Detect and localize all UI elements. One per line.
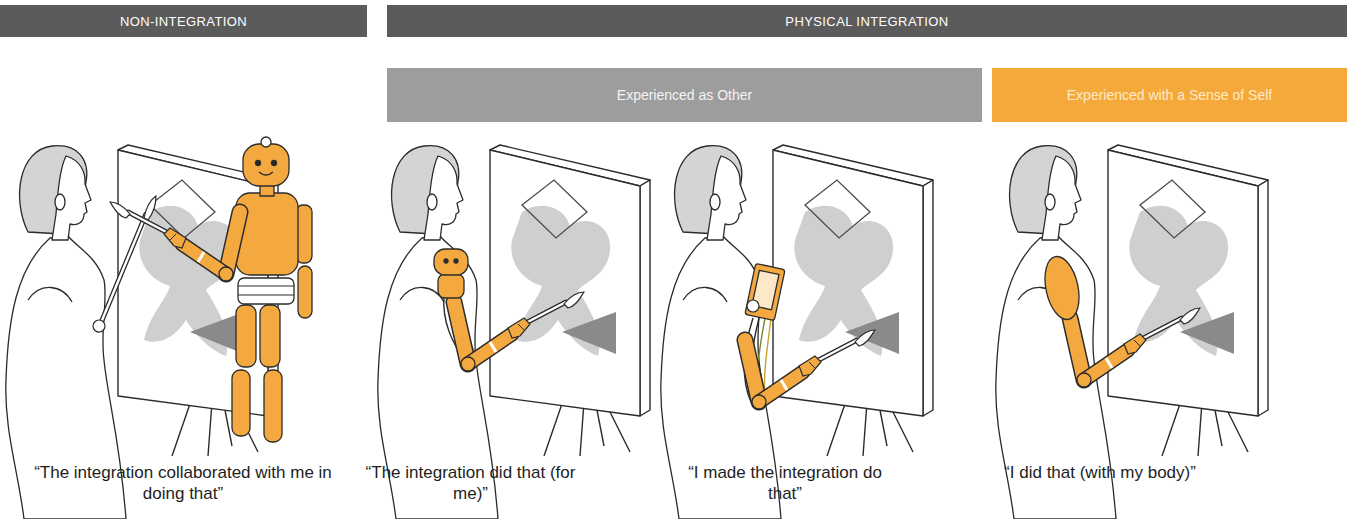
robot-arm — [110, 202, 240, 281]
panel-experienced-as-other-1 — [378, 145, 650, 519]
robot — [298, 266, 312, 318]
shoulder-robot — [444, 259, 448, 263]
robot — [256, 161, 261, 166]
hand — [747, 300, 759, 312]
robot — [261, 137, 271, 147]
shoulder-robot — [438, 274, 464, 298]
panel-experienced-as-other-2 — [661, 145, 933, 519]
category-header: PHYSICAL INTEGRATION — [387, 5, 1347, 37]
robot — [259, 172, 273, 175]
hand-brush — [93, 320, 105, 332]
quote-caption: “The integration did that (for me)” — [358, 462, 583, 504]
category-header: NON-INTEGRATION — [0, 5, 367, 37]
quote-caption: “The integration collaborated with me in… — [33, 462, 333, 504]
robot — [243, 144, 289, 186]
controller-tablet — [745, 263, 785, 320]
wires — [764, 318, 771, 396]
subcategory-band: Experienced as Other — [387, 68, 982, 122]
band-title: NON-INTEGRATION — [120, 14, 247, 29]
band-title: PHYSICAL INTEGRATION — [785, 14, 948, 29]
robot — [238, 278, 294, 304]
quote-caption: “I did that (with my body)” — [980, 462, 1220, 483]
panel-non-integration — [6, 137, 312, 519]
controller-tablet — [745, 263, 785, 320]
shoulder-robot — [454, 259, 458, 263]
subcategory-band: Experienced with a Sense of Self — [992, 68, 1347, 122]
robot-arm — [745, 330, 875, 409]
robot — [232, 137, 312, 442]
robot-arm — [1070, 308, 1200, 387]
hand-brush — [98, 214, 146, 330]
robot — [238, 295, 294, 296]
robot — [238, 286, 294, 287]
robot — [272, 161, 277, 166]
robot — [260, 305, 280, 367]
shoulder-cap — [1040, 253, 1085, 322]
robot — [236, 193, 298, 275]
panel-sense-of-self — [996, 145, 1268, 519]
painter-scene — [996, 145, 1268, 519]
quote-caption: “I made the integration do that” — [680, 462, 890, 504]
band-title: Experienced with a Sense of Self — [1067, 87, 1272, 103]
hand-brush — [98, 214, 146, 330]
robot — [232, 370, 250, 436]
painter-scene — [661, 145, 933, 519]
robot — [236, 305, 256, 367]
hand-brush — [144, 196, 156, 220]
robot-arm — [454, 292, 584, 371]
painter-scene — [378, 145, 650, 519]
robot — [264, 370, 282, 442]
shoulder-robot — [434, 249, 468, 298]
band-title: Experienced as Other — [617, 87, 752, 103]
shoulder-robot — [434, 249, 468, 275]
